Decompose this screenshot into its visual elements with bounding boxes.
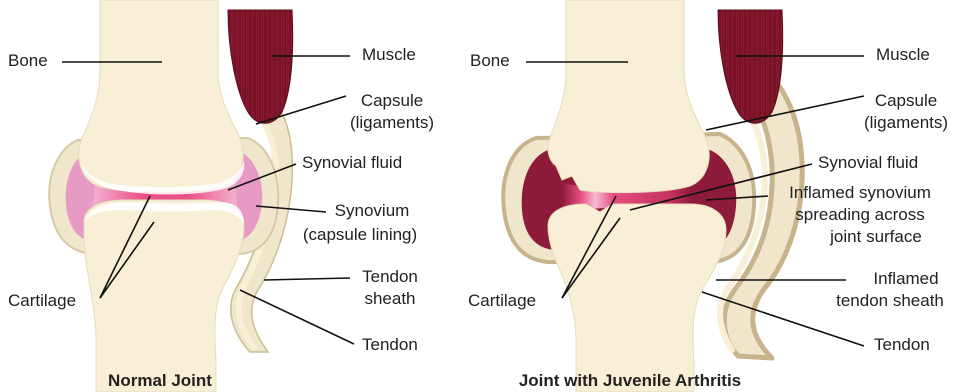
label-synovium: Synovium	[335, 201, 410, 220]
lower-bone	[548, 204, 726, 392]
label-tendon: Tendon	[874, 335, 930, 354]
label-synovial-fluid: Synovial fluid	[302, 153, 402, 172]
label-cartilage: Cartilage	[468, 291, 536, 310]
lower-bone	[84, 200, 244, 392]
label-tendon-sheath-sub: sheath	[364, 289, 415, 308]
muscle	[228, 10, 293, 123]
label-inflamed-synovium: Inflamed synovium	[789, 183, 931, 202]
label-muscle: Muscle	[876, 45, 930, 64]
label-synovial-fluid: Synovial fluid	[818, 153, 918, 172]
label-tendon-sheath: Tendon	[362, 267, 418, 286]
label-bone: Bone	[8, 51, 48, 70]
label-capsule: Capsule	[875, 91, 937, 110]
label-inflamed-synovium-3: joint surface	[829, 227, 922, 246]
label-muscle: Muscle	[362, 45, 416, 64]
label-cartilage: Cartilage	[8, 291, 76, 310]
upper-bone	[79, 0, 243, 192]
label-synovium-sub: (capsule lining)	[303, 225, 417, 244]
caption-arthritis-joint: Joint with Juvenile Arthritis	[519, 371, 741, 390]
label-bone: Bone	[470, 51, 510, 70]
label-capsule-sub: (ligaments)	[864, 113, 948, 132]
muscle	[718, 10, 783, 123]
label-tendon: Tendon	[362, 335, 418, 354]
label-inflamed-synovium-2: spreading across	[795, 205, 924, 224]
label-capsule: Capsule	[361, 91, 423, 110]
upper-bone	[548, 0, 709, 193]
label-inflamed-tendon-sheath: Inflamed	[873, 269, 938, 288]
caption-normal-joint: Normal Joint	[108, 371, 212, 390]
arthritis-joint: Bone Muscle Capsule (ligaments) Synovial…	[468, 0, 948, 392]
normal-joint: Bone Muscle Capsule (ligaments) Synovial…	[8, 0, 434, 392]
label-inflamed-tendon-sheath-2: tendon sheath	[836, 291, 944, 310]
label-capsule-sub: (ligaments)	[350, 113, 434, 132]
